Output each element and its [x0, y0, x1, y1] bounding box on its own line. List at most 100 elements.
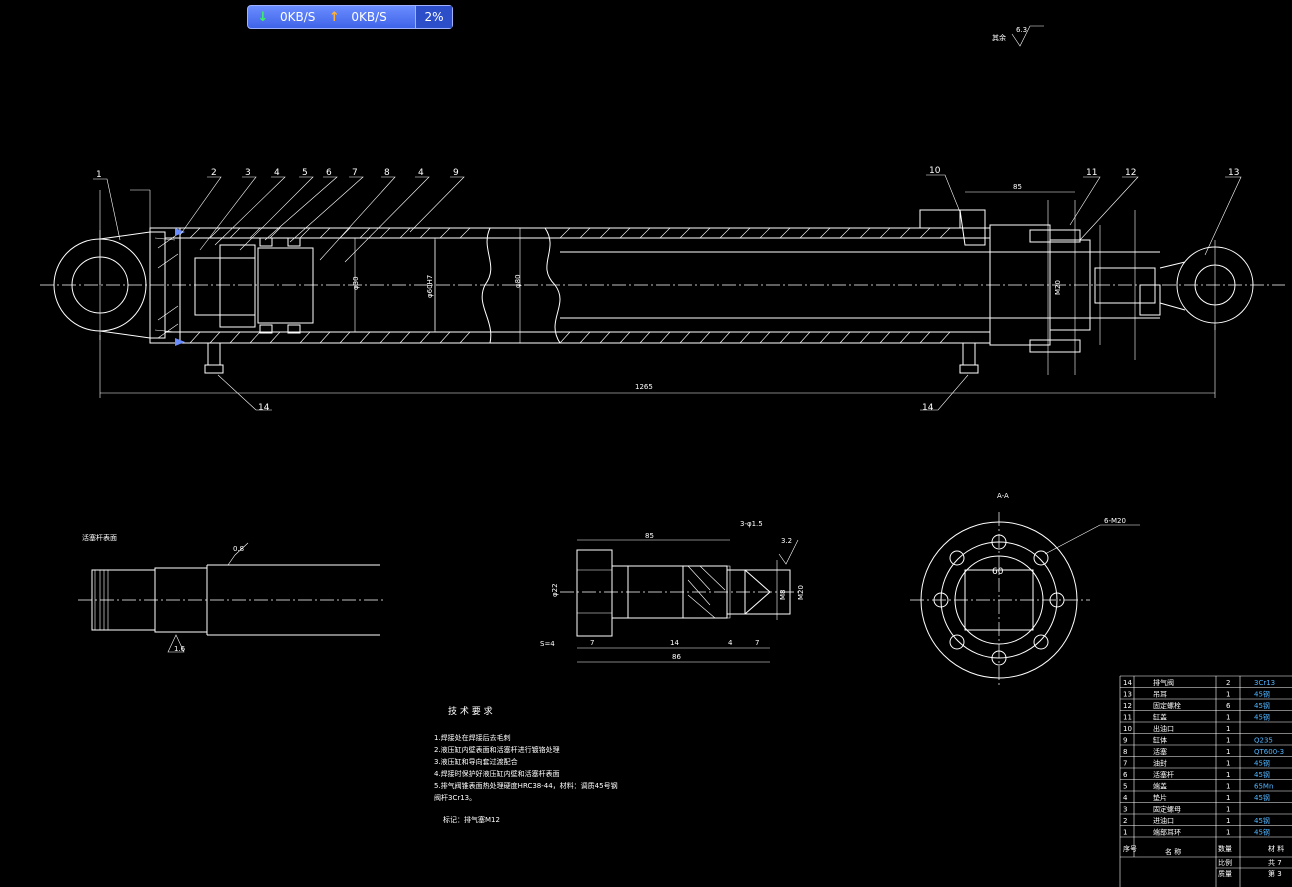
- section-center: 60: [992, 567, 1004, 577]
- bom-row-num: 12: [1123, 702, 1132, 710]
- bom-row-material: Q235: [1254, 737, 1273, 745]
- vent-w2: 14: [670, 639, 679, 647]
- bom-row-num: 1: [1123, 829, 1127, 837]
- vent-d1: M20: [797, 585, 805, 600]
- vent-ra: 3.2: [781, 537, 792, 545]
- bom-row-num: 13: [1123, 691, 1132, 699]
- bom-row-name: 缸盖: [1153, 713, 1167, 722]
- tech-item-4: 4.焊接时保护好液压缸内壁和活塞杆表面: [434, 769, 560, 778]
- balloon-10: 10: [929, 166, 941, 176]
- bom-row-material: 45钢: [1254, 701, 1270, 710]
- bom-row-qty: 1: [1226, 783, 1230, 791]
- bom-row-material: 45钢: [1254, 793, 1270, 802]
- bom-row-name: 排气阀: [1153, 678, 1174, 687]
- balloon-9: 9: [453, 168, 459, 178]
- rod-detail-view: 活塞杆表面 0.8 1.6: [78, 533, 385, 653]
- balloon-11: 11: [1086, 168, 1097, 178]
- bom-row-name: 垫片: [1153, 793, 1167, 802]
- dim-side: 85: [1013, 183, 1022, 191]
- roughness-main: 6.3: [1016, 26, 1027, 34]
- balloon-8: 8: [384, 168, 390, 178]
- section-title: A-A: [997, 492, 1009, 500]
- tech-item-6: 阀杆3Cr13。: [434, 793, 476, 802]
- bom-row-num: 7: [1123, 760, 1127, 768]
- cpu-usage: 2%: [415, 6, 452, 28]
- bom-row-num: 9: [1123, 737, 1127, 745]
- upload-rate: 0KB/S: [351, 10, 387, 24]
- bom-row-material: 45钢: [1254, 828, 1270, 837]
- bom-row-name: 进油口: [1153, 816, 1174, 825]
- rod-ra-bottom: 1.6: [174, 645, 186, 653]
- bom-row-num: 5: [1123, 783, 1127, 791]
- dim-bore: φ60H7: [426, 275, 434, 298]
- bom-row-qty: 1: [1226, 737, 1230, 745]
- bom-row-qty: 1: [1226, 806, 1230, 814]
- vent-d2: M8: [779, 590, 787, 601]
- roughness-symbol: 其余 6.3: [992, 25, 1044, 47]
- balloon-6: 6: [326, 168, 332, 178]
- bom-row-qty: 6: [1226, 702, 1231, 710]
- rod-ra-top: 0.8: [233, 545, 244, 553]
- bom-row-num: 14: [1123, 679, 1132, 687]
- bom-row-qty: 1: [1226, 829, 1230, 837]
- bom-header-qty: 数量: [1218, 844, 1232, 853]
- bom-header-material: 材 料: [1268, 844, 1284, 853]
- bom-row-material: 45钢: [1254, 770, 1270, 779]
- balloon-5: 5: [302, 168, 308, 178]
- bom-row-qty: 1: [1226, 817, 1230, 825]
- dim-rod: φ30: [352, 276, 360, 290]
- bom-footer-scale: 比例: [1218, 858, 1232, 867]
- bom-row-num: 6: [1123, 771, 1128, 779]
- arrow-up-icon: ↑: [328, 9, 340, 25]
- bom-row-name: 端部耳环: [1153, 828, 1181, 837]
- download-rate: 0KB/S: [280, 10, 316, 24]
- bom-row-num: 8: [1123, 748, 1127, 756]
- roughness-note: 其余: [992, 33, 1006, 42]
- bom-footer-mass: 质量: [1218, 869, 1232, 878]
- dim-inner: φ80: [514, 274, 522, 288]
- balloon-4b: 4: [418, 168, 424, 178]
- bom-row-num: 4: [1123, 794, 1128, 802]
- balloon-4: 4: [274, 168, 280, 178]
- bom-row-material: 65Mn: [1254, 783, 1273, 791]
- network-speed-widget[interactable]: ↓ 0KB/S ↑ 0KB/S 2%: [247, 5, 453, 29]
- tech-mark: 标记：排气塞M12: [443, 815, 500, 824]
- balloon-14a: 14: [258, 403, 270, 413]
- balloon-7: 7: [352, 168, 358, 178]
- balloon-12: 12: [1125, 168, 1136, 178]
- bom-row-num: 2: [1123, 817, 1127, 825]
- bom-row-qty: 1: [1226, 794, 1230, 802]
- bom-row-qty: 1: [1226, 771, 1230, 779]
- vent-h1: φ22: [551, 583, 559, 597]
- bom-row-qty: 1: [1226, 725, 1230, 733]
- bom-row-material: 45钢: [1254, 816, 1270, 825]
- tech-item-3: 3.液压缸和导向套过渡配合: [434, 757, 518, 766]
- balloon-3: 3: [245, 168, 251, 178]
- bom-row-qty: 1: [1226, 691, 1230, 699]
- bom-row-qty: 1: [1226, 760, 1230, 768]
- vent-w4: 7: [755, 639, 759, 647]
- bom-footer-sheet: 第 3: [1268, 869, 1282, 878]
- vent-s: S=4: [540, 640, 555, 648]
- tech-item-5: 5.排气阀锥表面热处理硬度HRC38-44，材料：调质45号钢: [434, 781, 618, 790]
- arrow-down-icon: ↓: [257, 9, 269, 25]
- section-a-a-view: A-A 6-M20 60: [910, 492, 1140, 688]
- bom-header-name: 名 称: [1165, 847, 1181, 856]
- vent-w1: 7: [590, 639, 594, 647]
- tech-title: 技 术 要 求: [448, 705, 493, 717]
- bom-row-material: 45钢: [1254, 713, 1270, 722]
- balloon-2: 2: [211, 168, 217, 178]
- bom-row-name: 固定螺栓: [1153, 701, 1181, 710]
- vent-total: 86: [672, 653, 681, 661]
- bom-footer-total: 共 7: [1268, 858, 1282, 867]
- tech-item-1: 1.焊接处在焊接后去毛刺: [434, 733, 511, 742]
- balloon-1: 1: [96, 170, 102, 180]
- vent-valve-detail: 85 3-φ1.5 3.2 φ22 M20 M8 S=4 7 14 4 7 86: [540, 520, 805, 663]
- bom-row-name: 出油口: [1153, 724, 1174, 733]
- tech-item-2: 2.液压缸内壁表面和活塞杆进行镀铬处理: [434, 745, 560, 754]
- bom-row-material: 45钢: [1254, 690, 1270, 699]
- bom-row-name: 缸体: [1153, 736, 1167, 745]
- main-assembly-view: 1265 φ60H7 φ80 φ30 M20 85: [40, 183, 1285, 398]
